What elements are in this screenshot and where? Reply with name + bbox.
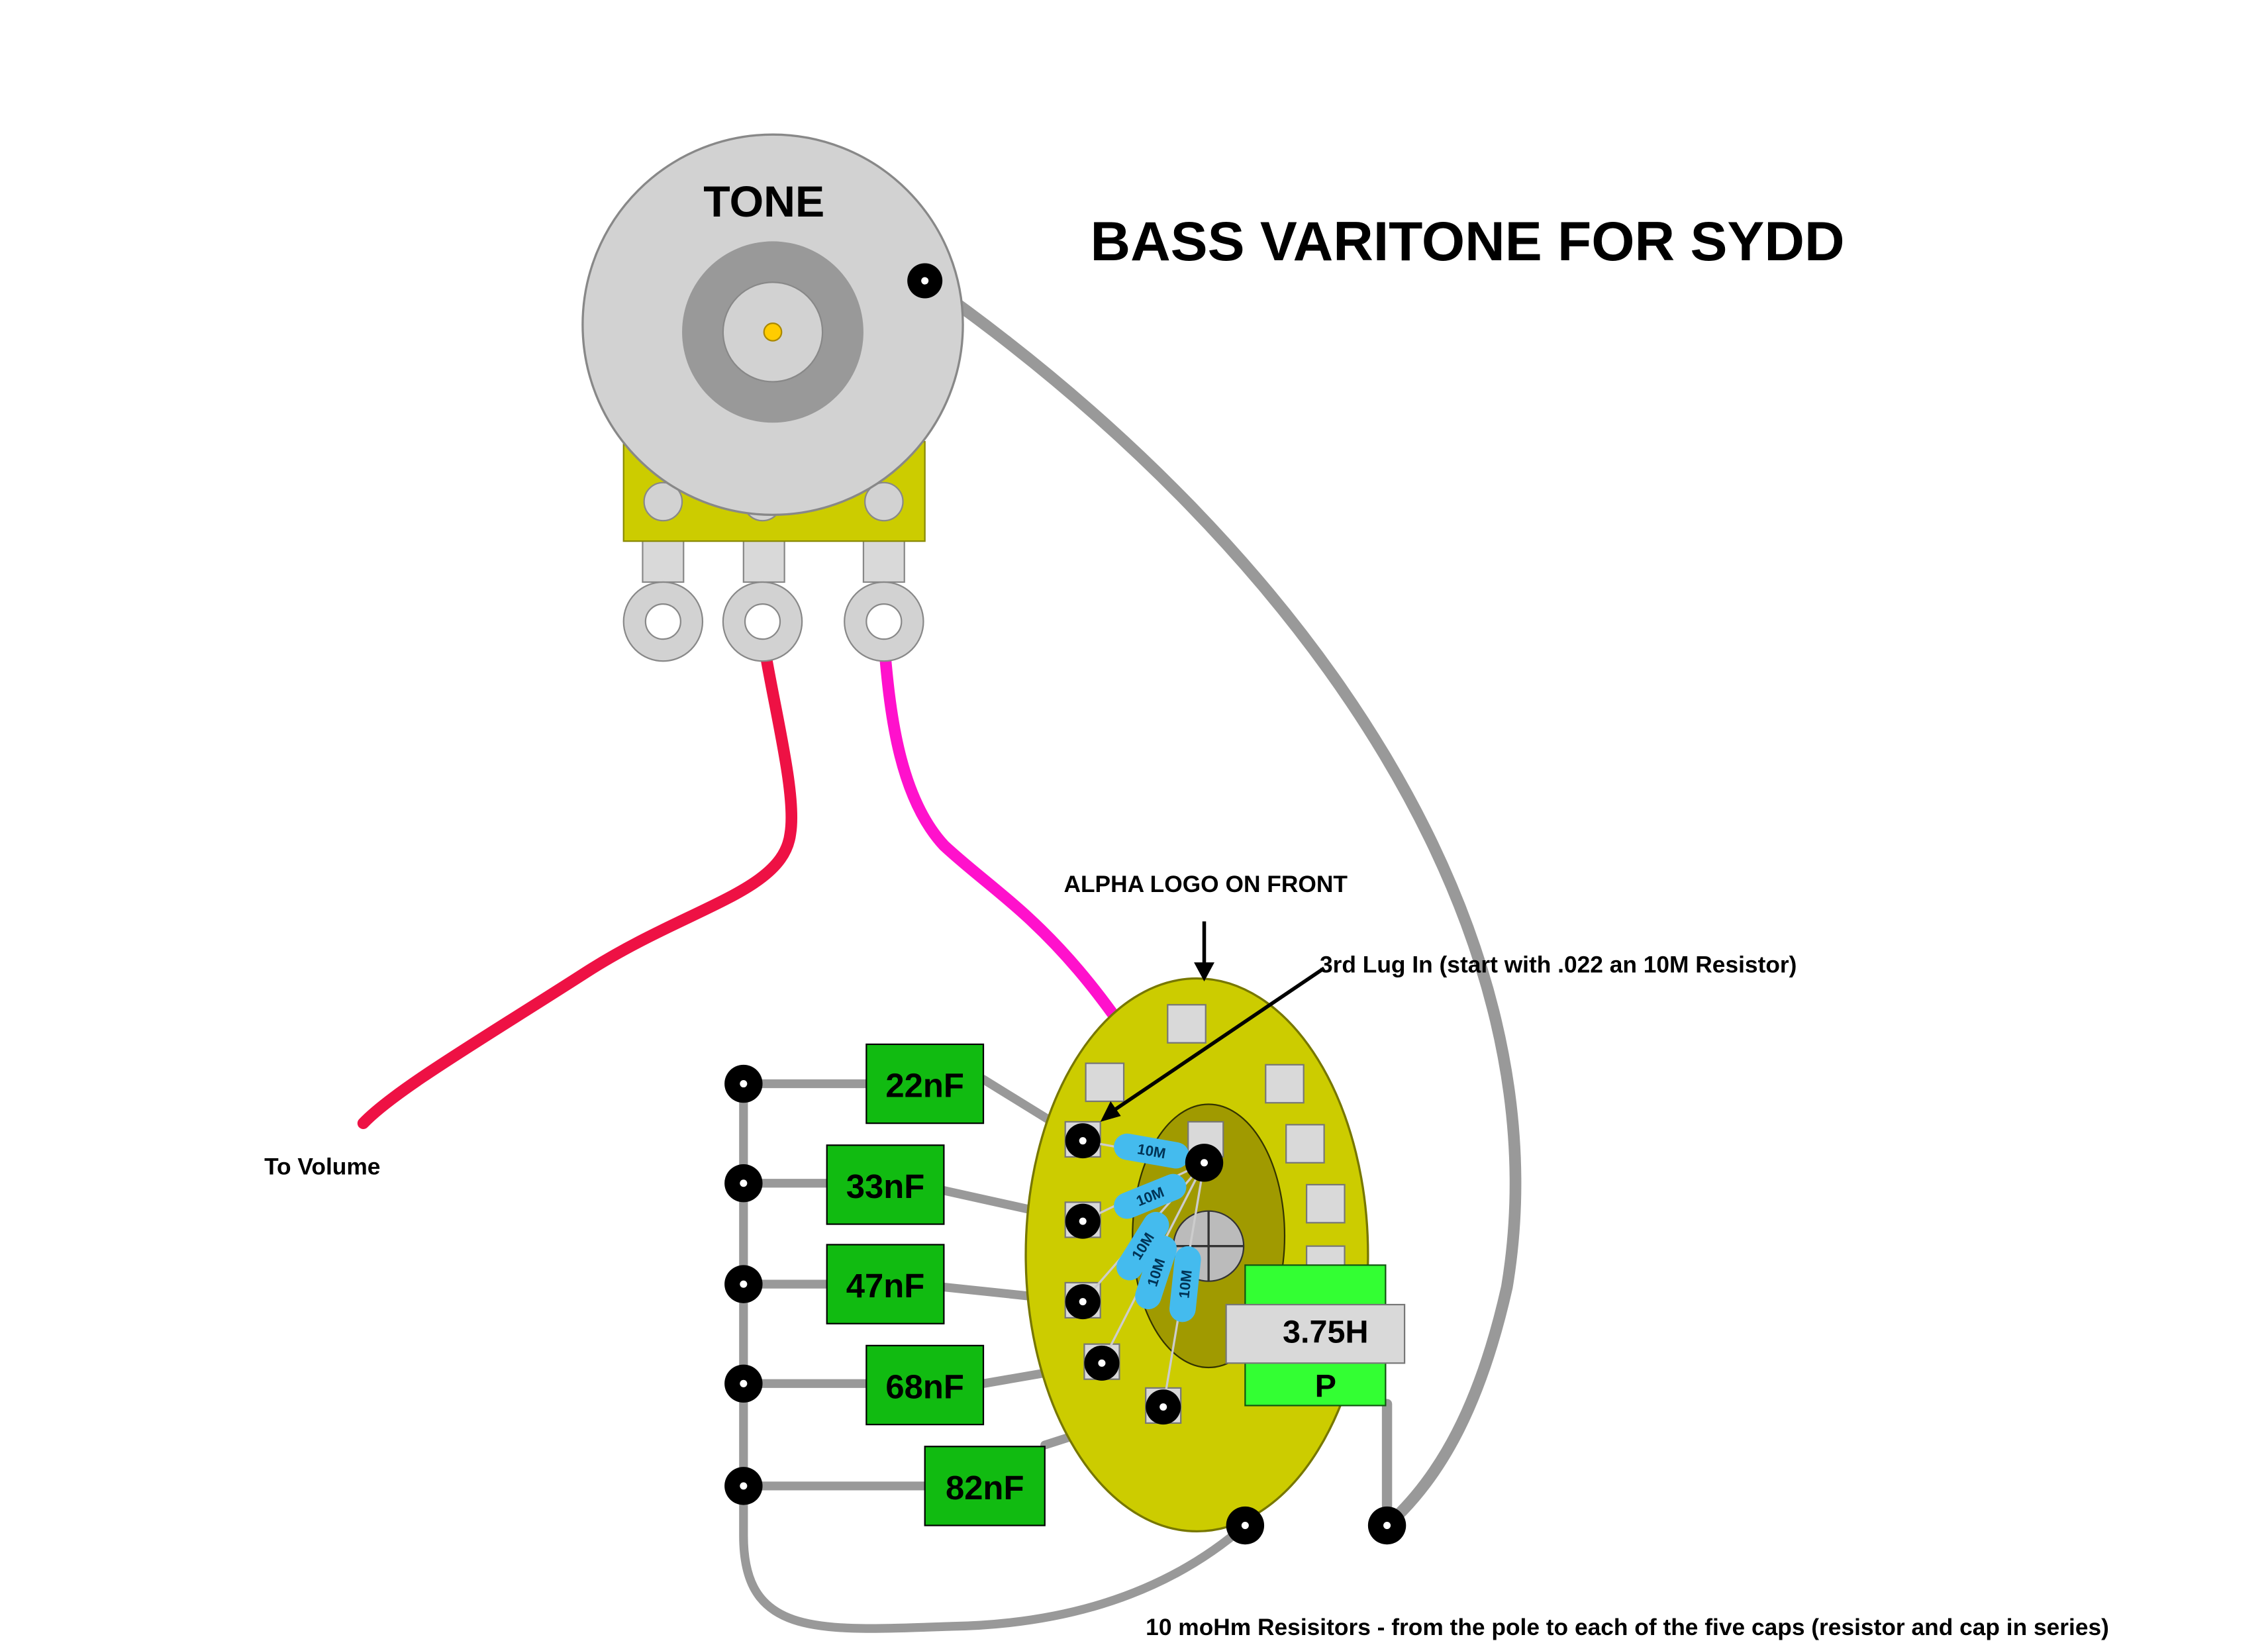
capacitor-label: 82nF <box>946 1469 1024 1507</box>
terminal-dot <box>1079 1217 1087 1225</box>
terminal-dot <box>1159 1403 1167 1411</box>
terminal-dot <box>1079 1298 1087 1306</box>
page-title: BASS VARITONE FOR SYDD <box>1091 210 1845 272</box>
capacitor: 22nF <box>865 1043 985 1124</box>
terminal-dot <box>740 1482 748 1490</box>
cap-bus-wire <box>739 1079 1250 1633</box>
switch-lug-pad <box>1085 1062 1125 1103</box>
resistor-label: 10M <box>1175 1269 1195 1299</box>
terminals <box>724 1064 1406 1545</box>
pot-lug-tab <box>742 537 785 583</box>
resistor: 10M <box>1135 1235 1177 1310</box>
resistor: 10M <box>1114 1133 1189 1169</box>
alpha-logo-label: ALPHA LOGO ON FRONT <box>1063 871 1348 897</box>
to-volume-label: To Volume <box>264 1154 380 1179</box>
inductor-value: 3.75H <box>1283 1314 1369 1350</box>
lug-arrow-shaft <box>1110 966 1326 1113</box>
red-wire-to-volume <box>357 617 798 1130</box>
bracket-hole <box>864 481 904 522</box>
magenta-wire-to-switch <box>876 620 1210 1169</box>
capacitor: 68nF <box>865 1344 985 1426</box>
terminal-dot <box>740 1080 748 1088</box>
third-lug-label: 3rd Lug In (start with .022 an 10M Resis… <box>1320 952 1797 978</box>
ground-wire <box>918 275 1522 1532</box>
switch-lug-pad <box>1285 1124 1325 1164</box>
footnote: 10 moHm Resisitors - from the pole to ea… <box>1146 1615 2109 1640</box>
terminal-dot <box>921 277 929 285</box>
terminal-dot <box>740 1280 748 1288</box>
capacitor: 47nF <box>826 1244 945 1324</box>
inductor-mark: P <box>1315 1368 1336 1404</box>
terminal-dot <box>1098 1359 1106 1367</box>
resistor: 10M <box>1114 1173 1187 1219</box>
capacitor-label: 68nF <box>885 1368 964 1405</box>
capacitors: 22nF 33nF 47nF 68nF 82nF <box>826 1043 1046 1526</box>
logo-arrow-head <box>1194 962 1214 981</box>
capacitor-label: 22nF <box>885 1066 964 1104</box>
terminal-dot <box>740 1179 748 1187</box>
switch-lug-pad <box>1306 1183 1346 1224</box>
capacitor: 33nF <box>826 1144 945 1225</box>
inductor: 3.75H P <box>1225 1264 1406 1407</box>
terminal-dot <box>1383 1522 1391 1530</box>
bracket-hole <box>643 481 683 522</box>
lug-arrow-head <box>1100 1101 1121 1122</box>
terminal-dot <box>1079 1137 1087 1145</box>
switch-lug-pad <box>1167 1004 1207 1044</box>
switch-lug-pad <box>1265 1064 1305 1104</box>
pot-lug-hole <box>865 603 903 640</box>
capacitor-label: 33nF <box>846 1168 925 1205</box>
terminal-dot <box>1241 1522 1249 1530</box>
pot-shaft-dot <box>763 322 783 342</box>
pot-lug-hole <box>744 603 781 640</box>
pot-lug-tab <box>862 537 905 583</box>
terminal-dot <box>740 1379 748 1387</box>
arrows <box>1100 921 1326 1122</box>
resistors: 10M 10M 10M 10M 10M <box>1081 1133 1206 1407</box>
pot-lug-hole <box>644 603 681 640</box>
tone-pot: TONE <box>581 133 964 662</box>
resistor: 10M <box>1169 1246 1201 1322</box>
inductor-band <box>1225 1303 1406 1364</box>
pot-label: TONE <box>703 177 824 226</box>
capacitor: 82nF <box>924 1446 1046 1526</box>
terminal-dot <box>1200 1159 1208 1167</box>
pot-lug-tab <box>642 537 685 583</box>
capacitor-label: 47nF <box>846 1267 925 1305</box>
